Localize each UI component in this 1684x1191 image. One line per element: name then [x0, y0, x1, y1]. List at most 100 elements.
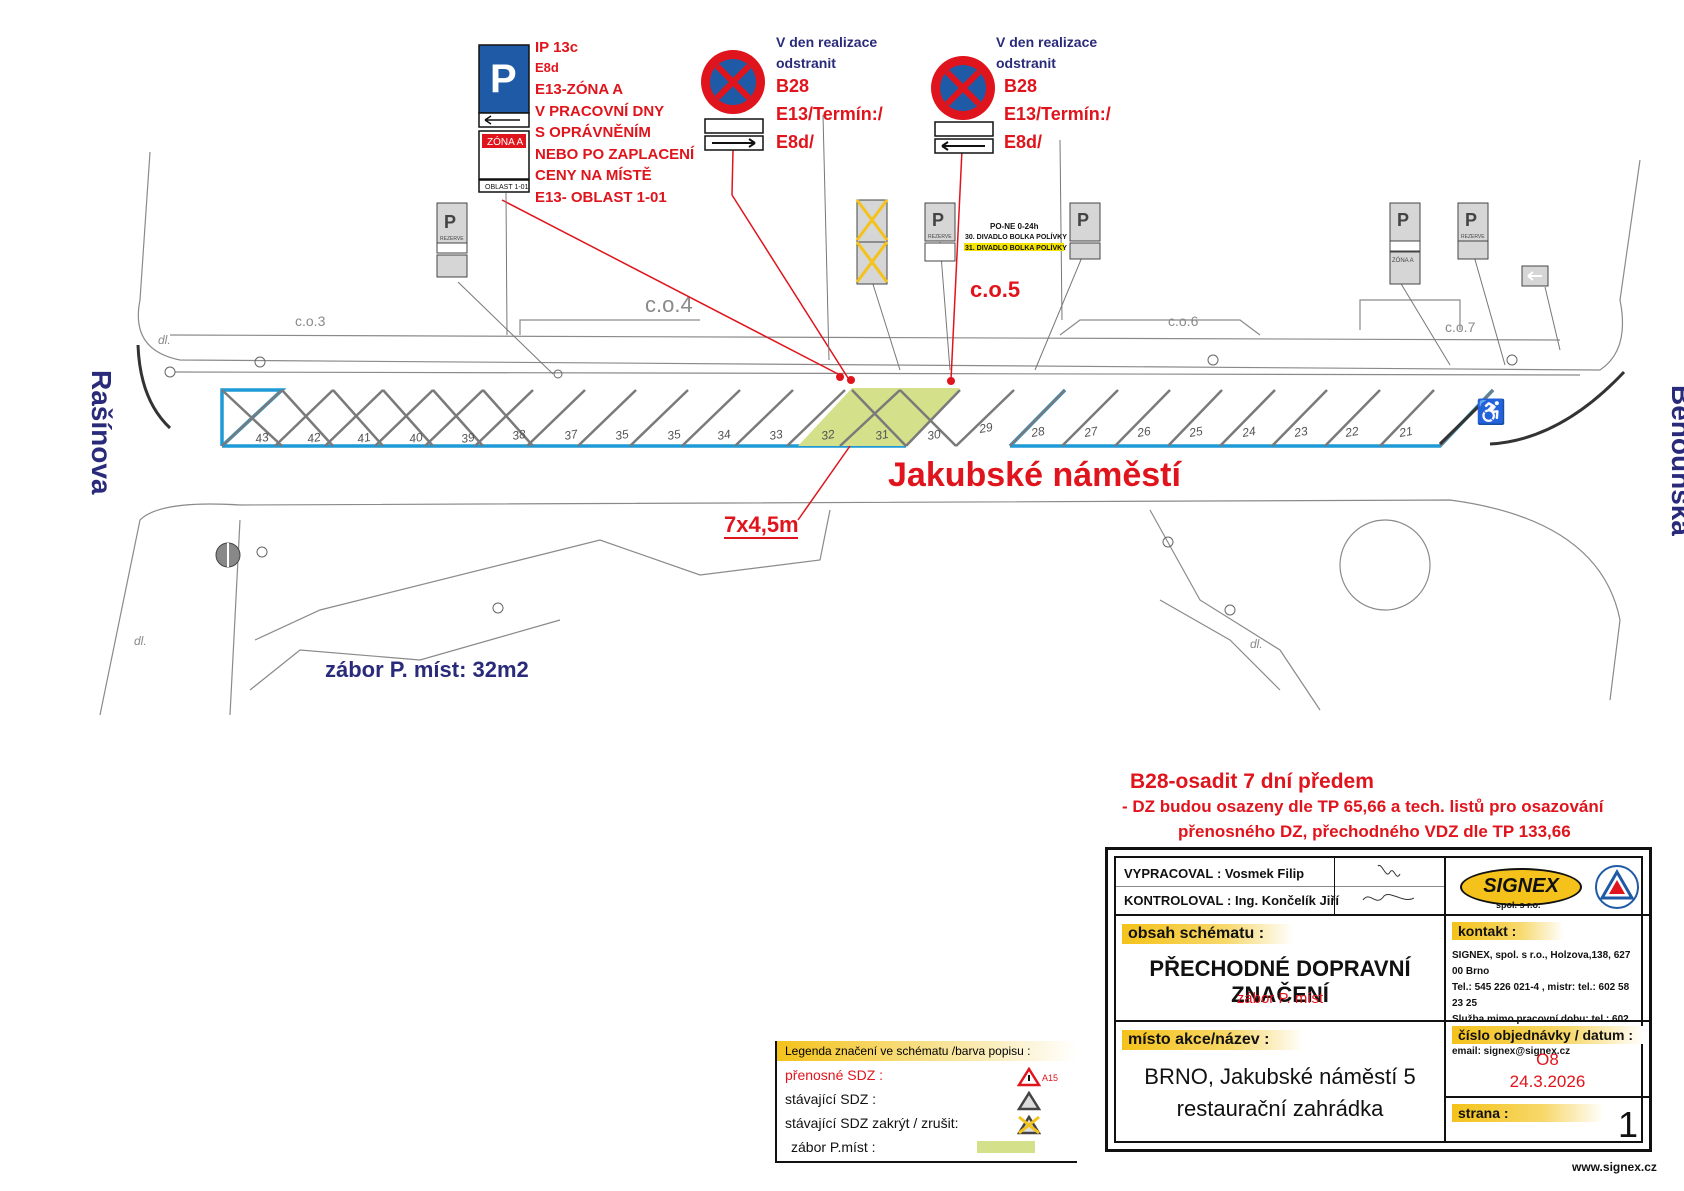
content-title: PŘECHODNÉ DOPRAVNÍ ZNAČENÍ [1149, 956, 1411, 1007]
legend: Legenda značení ve schématu /barva popis… [775, 1041, 1077, 1163]
svg-text:IP 13c: IP 13c [535, 39, 578, 56]
existing-sign-icon [1017, 1091, 1041, 1111]
legend-portable: přenosné SDZ : [785, 1067, 884, 1083]
stall-number: 32 [820, 427, 836, 443]
no-stopping-sign-right [931, 56, 995, 154]
legend-title: Legenda značení ve schématu /barva popis… [777, 1041, 1077, 1061]
label-co7: c.o.7 [1445, 319, 1476, 335]
stall-number: 22 [1343, 424, 1360, 440]
svg-text:P: P [490, 57, 517, 101]
svg-text:ZÓNA A: ZÓNA A [1392, 257, 1414, 264]
note-b28: B28-osadit 7 dní předem [1130, 770, 1374, 793]
stall-number: 39 [460, 430, 476, 446]
existing-sign-4: P ZÓNA A [1389, 202, 1421, 285]
svg-text:30. DIVADLO BOLKA POLÍVKY: 30. DIVADLO BOLKA POLÍVKY [965, 232, 1067, 241]
label-co6: c.o.6 [1168, 313, 1199, 329]
content-label: obsah schématu : [1122, 924, 1294, 944]
contact-label: kontakt : [1452, 922, 1564, 940]
stall-number: 43 [254, 430, 270, 446]
website: www.signex.cz [1572, 1160, 1657, 1174]
legend-occupation: zábor P.míst : [791, 1139, 876, 1155]
svg-text:E13- OBLAST 1-01: E13- OBLAST 1-01 [535, 189, 667, 206]
svg-text:B28: B28 [776, 76, 809, 96]
stall-number: 26 [1135, 424, 1152, 440]
portable-sign-icon [1017, 1067, 1041, 1087]
street-outlines [99, 151, 1641, 716]
tree-icon [215, 542, 241, 568]
street-rasinova: Rašínova [86, 370, 117, 495]
svg-text:P: P [932, 210, 944, 230]
stall-number: 33 [768, 427, 784, 443]
parking-zone-sign: P ZÓNA A OBLAST 1-01 [478, 44, 530, 193]
svg-text:V den realizace: V den realizace [776, 34, 877, 50]
stall-number: 29 [977, 420, 994, 436]
order-label: číslo objednávky / datum : [1452, 1026, 1644, 1044]
cross-hatching [221, 389, 957, 447]
svg-text:V den realizace: V den realizace [996, 34, 1097, 50]
label-co4: c.o.4 [645, 292, 693, 317]
no-stopping-sign-left [701, 50, 765, 151]
lamp-symbols [164, 354, 1518, 616]
stall-number: 25 [1187, 424, 1204, 440]
place-label: místo akce/název : [1122, 1030, 1304, 1050]
stall-number: 40 [408, 430, 424, 446]
b28-left-callout: V den realizace odstranit B28 E13/Termín… [776, 34, 883, 152]
leader-dots [836, 373, 955, 385]
stall-number: 31 [874, 427, 890, 443]
checked-by: KONTROLOVAL : Ing. Končelík Jiří [1124, 893, 1340, 908]
content-subtitle: zábor P. míst [1236, 990, 1324, 1007]
label-co3: c.o.3 [295, 313, 326, 329]
svg-text:odstranit: odstranit [996, 55, 1056, 71]
svg-text:E8d/: E8d/ [1004, 132, 1042, 152]
covered-sign [855, 199, 889, 285]
svg-text:S OPRÁVNĚNÍM: S OPRÁVNĚNÍM [535, 123, 651, 141]
drawn-by: VYPRACOVAL : Vosmek Filip [1124, 866, 1305, 881]
title-block-inner: VYPRACOVAL : Vosmek Filip KONTROLOVAL : … [1114, 856, 1649, 1145]
stall-number: 34 [716, 427, 732, 443]
label-dl: dl. [1250, 637, 1263, 651]
svg-text:E13/Termín:/: E13/Termín:/ [776, 104, 883, 124]
svg-text:odstranit: odstranit [776, 55, 836, 71]
parking-numbers: 43 42 41 40 39 38 37 35 35 34 33 32 31 3… [254, 420, 1414, 446]
signex-logo: SIGNEX spol. s r.o. [1456, 864, 1586, 910]
covered-sign-icon [1017, 1115, 1041, 1135]
title-block: VYPRACOVAL : Vosmek Filip KONTROLOVAL : … [1105, 847, 1652, 1152]
svg-text:ZÓNA A: ZÓNA A [487, 135, 523, 148]
label-dl: dl. [158, 333, 171, 347]
svg-text:REZERVE: REZERVE [928, 234, 952, 240]
stall-number: 30 [926, 427, 942, 443]
stall-number: 23 [1292, 424, 1309, 440]
label-dl: dl. [134, 634, 147, 648]
existing-sign-6 [1521, 265, 1549, 287]
theatre-notice: PO-NE 0-24h 30. DIVADLO BOLKA POLÍVKY 31… [964, 222, 1067, 252]
svg-text:E8d/: E8d/ [776, 132, 814, 152]
svg-text:E8d: E8d [535, 60, 559, 75]
stall-number: 35 [666, 427, 682, 443]
dimension-label: 7x4,5m [724, 512, 799, 537]
label-co5: c.o.5 [970, 277, 1020, 302]
svg-text:OBLAST 1-01: OBLAST 1-01 [485, 184, 529, 191]
legend-covered: stávající SDZ zakrýt / zrušit: [785, 1115, 959, 1131]
page-number: 1 [1618, 1104, 1639, 1145]
order-number: O8 [1536, 1050, 1559, 1069]
svg-text:V PRACOVNÍ DNY: V PRACOVNÍ DNY [535, 103, 664, 120]
note-tp-cont: přenosného DZ, přechodného VDZ dle TP 13… [1178, 822, 1571, 841]
svg-text:P: P [1077, 210, 1089, 230]
stall-number: 37 [563, 427, 580, 443]
legend-existing: stávající SDZ : [785, 1091, 877, 1107]
b28-right-callout: V den realizace odstranit B28 E13/Termín… [996, 34, 1111, 152]
stall-number: 24 [1240, 424, 1257, 440]
order-date: 24.3.2026 [1509, 1072, 1586, 1091]
stall-number: 27 [1082, 424, 1100, 441]
svg-text:PO-NE 0-24h: PO-NE 0-24h [990, 222, 1039, 231]
wheelchair-icon: ♿ [1476, 398, 1506, 426]
stall-number: 41 [356, 430, 372, 446]
existing-sign-5: P REZERVE [1457, 202, 1489, 260]
stall-number: 21 [1397, 424, 1414, 440]
note-tp: - DZ budou osazeny dle TP 65,66 a tech. … [1122, 797, 1604, 816]
existing-sign-3: P [1069, 202, 1101, 260]
svg-text:REZERVE: REZERVE [1461, 234, 1485, 240]
existing-sign-1: P REZERVE [436, 202, 468, 278]
curb-arcs [136, 344, 1626, 446]
